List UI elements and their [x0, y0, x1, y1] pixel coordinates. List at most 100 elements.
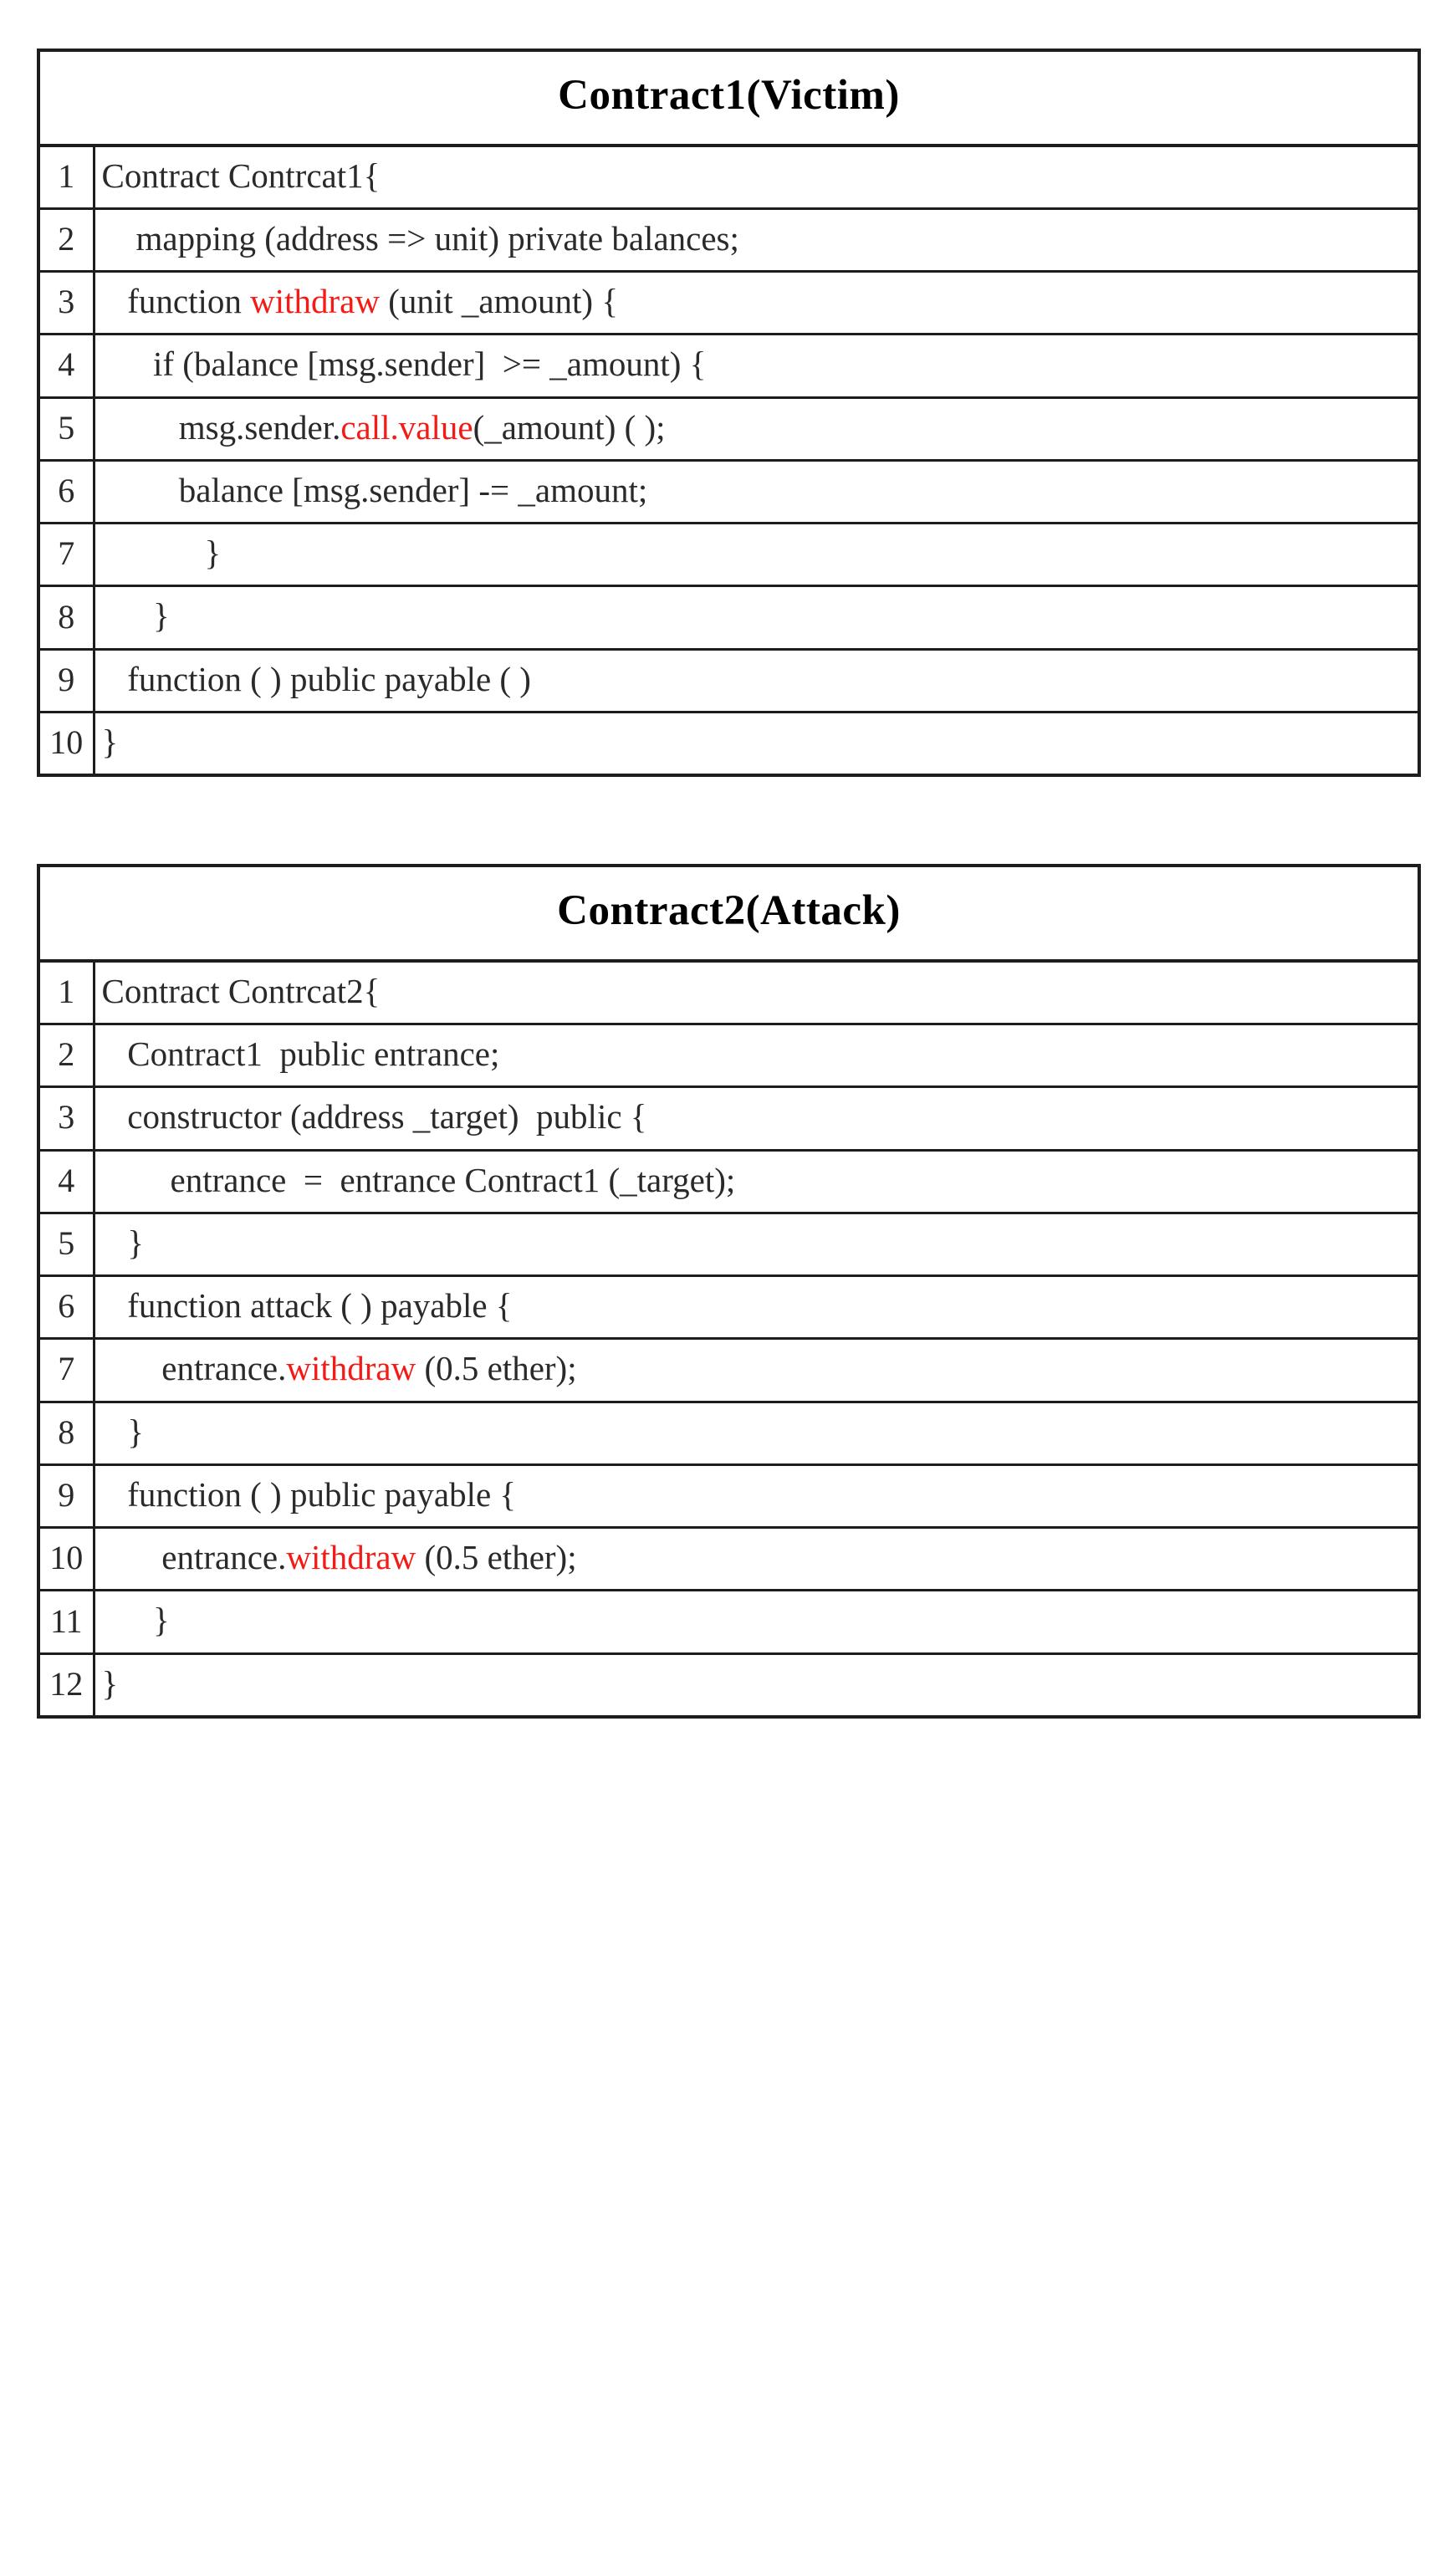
table-row: 4 entrance = entrance Contract1 (_target…	[37, 1148, 1421, 1214]
code-segment-plain: function	[101, 282, 251, 321]
code-segment-highlight: withdraw	[286, 1538, 416, 1577]
code-segment-highlight: call.value	[340, 407, 473, 447]
listing-title: Contract2(Attack)	[37, 864, 1421, 963]
code-segment-plain: }	[101, 534, 222, 573]
code-segment-plain: }	[101, 1601, 170, 1640]
code-line: }	[92, 1400, 1421, 1466]
table-row: 10 entrance.withdraw (0.5 ether);	[37, 1526, 1421, 1592]
table-row: 1 Contract Contrcat2{	[37, 959, 1421, 1026]
code-line: }	[92, 585, 1421, 651]
line-number: 7	[37, 1337, 95, 1403]
line-number: 2	[37, 1023, 95, 1089]
code-segment-tail: (0.5 ether);	[416, 1349, 577, 1388]
code-segment-plain: }	[101, 1223, 144, 1262]
code-line: }	[92, 522, 1421, 588]
code-line: entrance.withdraw (0.5 ether);	[92, 1337, 1421, 1403]
code-line: function attack ( ) payable {	[92, 1274, 1421, 1341]
code-segment-plain: }	[101, 596, 170, 636]
table-row: 3 function withdraw (unit _amount) {	[37, 270, 1421, 336]
code-segment-plain: Contract Contrcat2{	[101, 971, 381, 1010]
code-line: msg.sender.call.value(_amount) ( );	[92, 396, 1421, 462]
line-number: 9	[37, 647, 95, 713]
table-row: 5 msg.sender.call.value(_amount) ( );	[37, 396, 1421, 462]
code-segment-highlight: withdraw	[286, 1349, 416, 1388]
code-line: Contract1 public entrance;	[92, 1023, 1421, 1089]
code-segment-plain: msg.sender.	[101, 407, 341, 447]
table-row: 3 constructor (address _target) public {	[37, 1085, 1421, 1152]
table-row: 2 mapping (address => unit) private bala…	[37, 207, 1421, 273]
code-segment-plain: entrance.	[101, 1538, 287, 1577]
code-line: }	[92, 1211, 1421, 1278]
code-segment-tail: (_amount) ( );	[473, 407, 666, 447]
code-segment-plain: mapping (address => unit) private balanc…	[101, 218, 739, 258]
code-line: mapping (address => unit) private balanc…	[92, 207, 1421, 273]
line-number: 2	[37, 207, 95, 273]
code-line: function ( ) public payable {	[92, 1463, 1421, 1530]
table-row: 7 }	[37, 522, 1421, 588]
line-number: 5	[37, 396, 95, 462]
table-row: 4 if (balance [msg.sender] >= _amount) {	[37, 333, 1421, 399]
line-number: 10	[37, 710, 95, 777]
code-line: }	[92, 1652, 1421, 1719]
code-segment-plain: Contract1 public entrance;	[101, 1034, 500, 1074]
table-row: 1 Contract Contrcat1{	[37, 144, 1421, 210]
code-line: entrance.withdraw (0.5 ether);	[92, 1526, 1421, 1592]
listing-title-row: Contract1(Victim)	[37, 49, 1421, 147]
line-number: 1	[37, 144, 95, 210]
code-line: }	[92, 710, 1421, 777]
code-segment-plain: }	[101, 1412, 144, 1451]
listing-separator	[37, 777, 1423, 864]
code-line: function withdraw (unit _amount) {	[92, 270, 1421, 336]
table-row: 6 function attack ( ) payable {	[37, 1274, 1421, 1341]
line-number: 6	[37, 458, 95, 525]
code-segment-plain: }	[101, 722, 119, 761]
listing-title: Contract1(Victim)	[37, 49, 1421, 147]
code-segment-plain: function attack ( ) payable {	[101, 1286, 513, 1325]
table-row: 9 function ( ) public payable {	[37, 1463, 1421, 1530]
code-line: balance [msg.sender] -= _amount;	[92, 458, 1421, 525]
code-line: entrance = entrance Contract1 (_target);	[92, 1148, 1421, 1214]
code-line: }	[92, 1589, 1421, 1655]
table-row: 2 Contract1 public entrance;	[37, 1023, 1421, 1089]
code-segment-tail: (unit _amount) {	[380, 282, 618, 321]
table-row: 8 }	[37, 1400, 1421, 1466]
line-number: 11	[37, 1589, 95, 1655]
line-number: 7	[37, 522, 95, 588]
line-number: 1	[37, 959, 95, 1026]
table-row: 7 entrance.withdraw (0.5 ether);	[37, 1337, 1421, 1403]
code-listing-contract2: Contract2(Attack) 1 Contract Contrcat2{ …	[37, 864, 1421, 1719]
line-number: 8	[37, 585, 95, 651]
code-segment-plain: function ( ) public payable {	[101, 1474, 517, 1514]
code-line: function ( ) public payable ( )	[92, 647, 1421, 713]
code-segment-plain: balance [msg.sender] -= _amount;	[101, 470, 648, 509]
line-number: 6	[37, 1274, 95, 1341]
code-segment-plain: function ( ) public payable ( )	[101, 659, 531, 698]
line-number: 10	[37, 1526, 95, 1592]
table-row: 5 }	[37, 1211, 1421, 1278]
code-segment-plain: constructor (address _target) public {	[101, 1097, 647, 1136]
code-segment-tail: (0.5 ether);	[416, 1538, 577, 1577]
code-segment-highlight: withdraw	[250, 282, 380, 321]
table-row: 8 }	[37, 585, 1421, 651]
code-line: Contract Contrcat1{	[92, 144, 1421, 210]
table-row: 12 }	[37, 1652, 1421, 1719]
code-listing-contract1: Contract1(Victim) 1 Contract Contrcat1{ …	[37, 49, 1421, 778]
table-row: 6 balance [msg.sender] -= _amount;	[37, 458, 1421, 525]
code-segment-plain: if (balance [msg.sender] >= _amount) {	[101, 345, 707, 384]
code-line: if (balance [msg.sender] >= _amount) {	[92, 333, 1421, 399]
line-number: 9	[37, 1463, 95, 1530]
line-number: 3	[37, 1085, 95, 1152]
listing-title-row: Contract2(Attack)	[37, 864, 1421, 963]
table-row: 10 }	[37, 710, 1421, 777]
line-number: 12	[37, 1652, 95, 1719]
code-segment-plain: entrance = entrance Contract1 (_target);	[101, 1160, 736, 1199]
line-number: 3	[37, 270, 95, 336]
line-number: 5	[37, 1211, 95, 1278]
table-row: 9 function ( ) public payable ( )	[37, 647, 1421, 713]
table-row: 11 }	[37, 1589, 1421, 1655]
code-segment-plain: Contract Contrcat1{	[101, 156, 381, 195]
line-number: 4	[37, 1148, 95, 1214]
line-number: 4	[37, 333, 95, 399]
code-line: Contract Contrcat2{	[92, 959, 1421, 1026]
